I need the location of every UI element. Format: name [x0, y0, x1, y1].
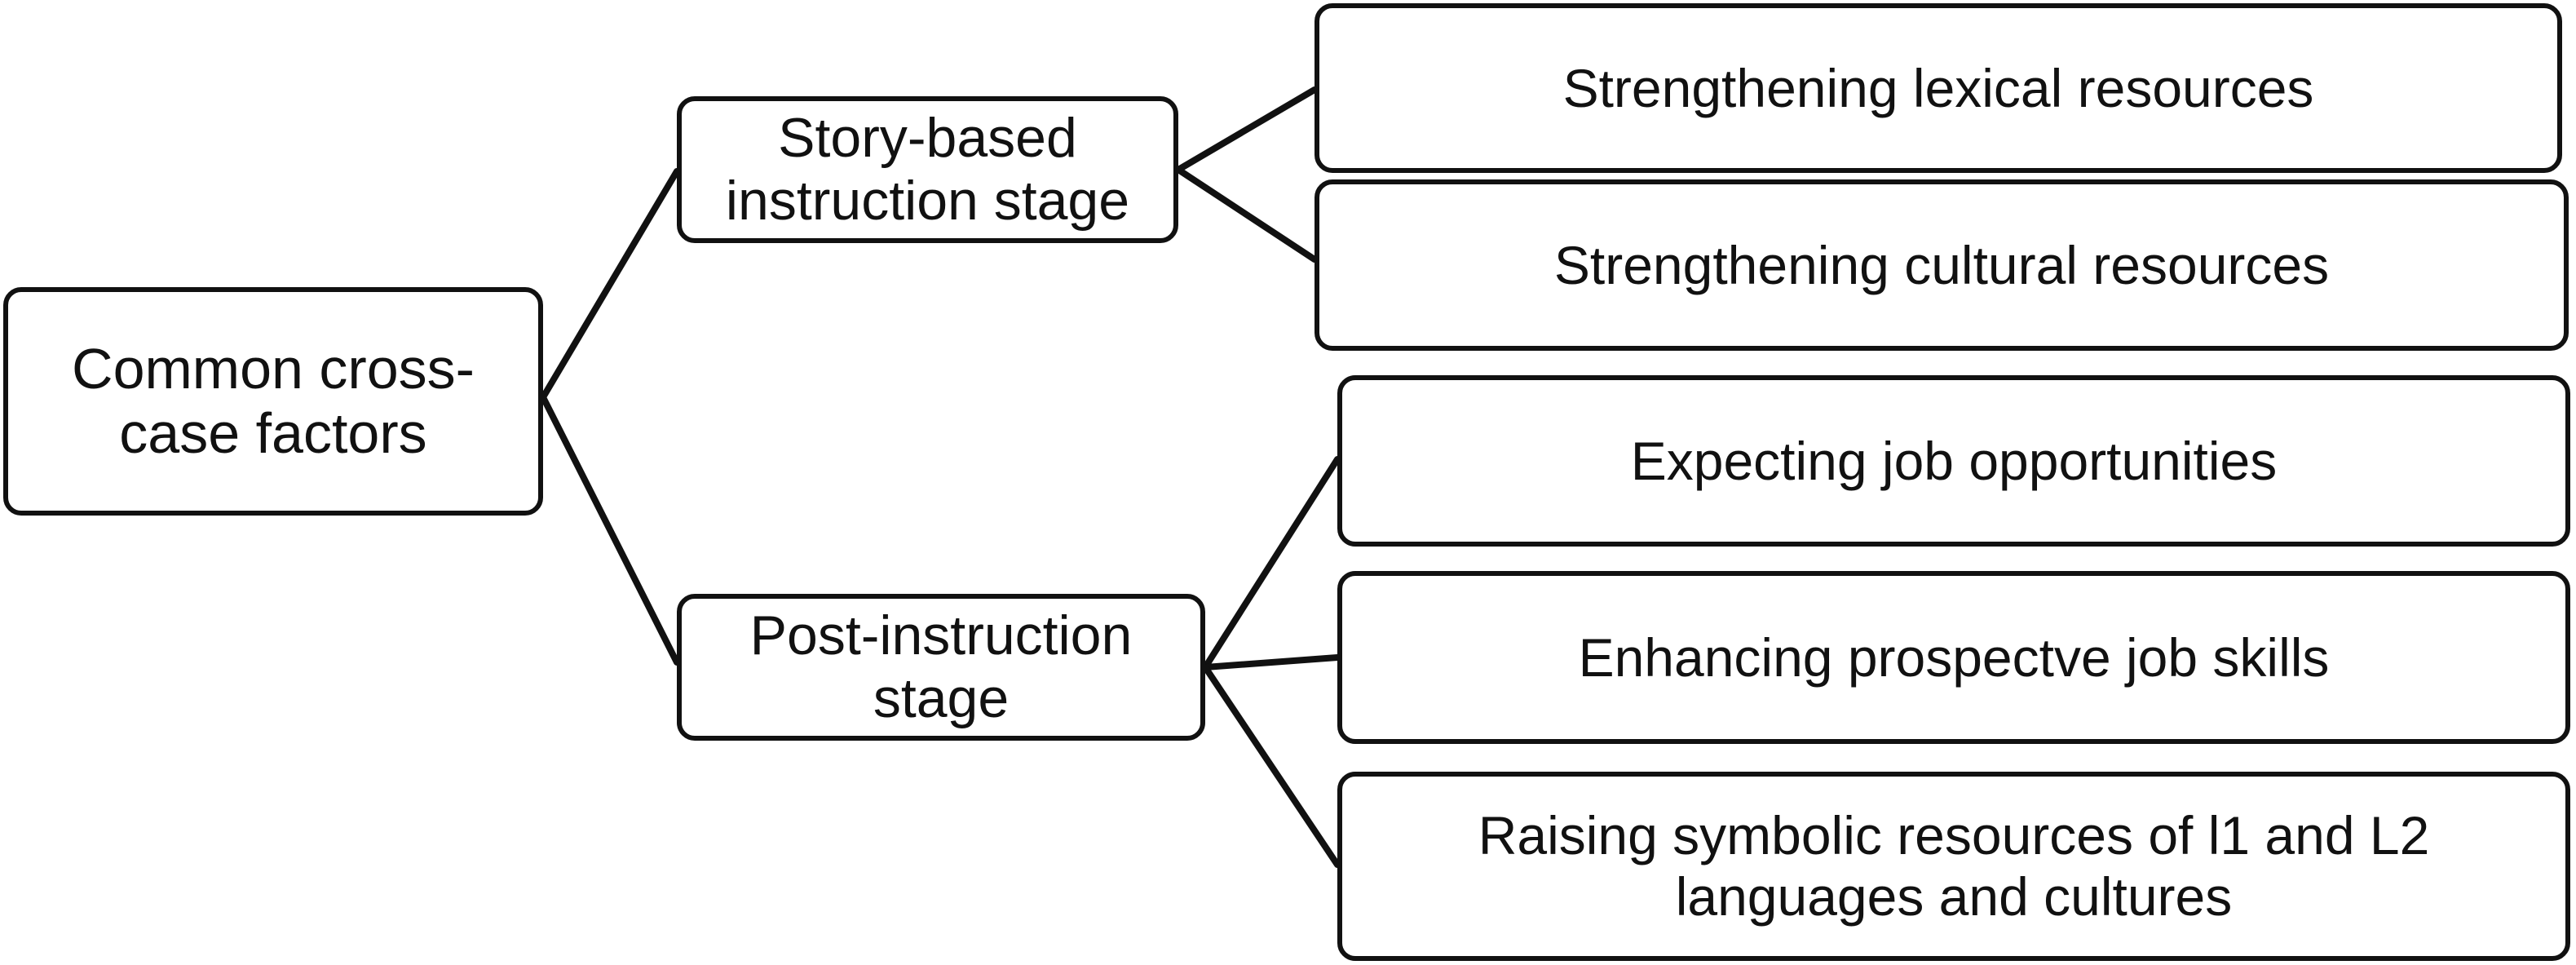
connector-story-to-lexical [1175, 86, 1318, 173]
root-node-label: Common cross- case factors [72, 336, 475, 465]
connector-root-to-story-stage [540, 168, 680, 401]
outcome-node-lexical: Strengthening lexical resources [1315, 3, 2562, 173]
root-node: Common cross- case factors [3, 287, 543, 516]
outcome-node-label: Strengthening cultural resources [1553, 234, 2330, 295]
outcome-node-symbolic-resources: Raising symbolic resources of l1 and L2 … [1337, 772, 2570, 961]
stage-node-post-instruction: Post-instruction stage [677, 594, 1205, 741]
outcome-node-label: Enhancing prospectve job skills [1578, 626, 2330, 688]
outcome-node-job-opportunities: Expecting job opportunities [1337, 375, 2570, 547]
outcome-node-label: Strengthening lexical resources [1562, 57, 2314, 118]
stage-node-story-based: Story-based instruction stage [677, 96, 1178, 243]
stage-node-label: Story-based instruction stage [725, 107, 1130, 232]
connector-story-to-cultural [1175, 166, 1318, 263]
connector-post-to-symbolic-resources [1202, 664, 1341, 868]
stage-node-label: Post-instruction stage [749, 604, 1133, 729]
outcome-node-label: Expecting job opportunities [1630, 430, 2278, 491]
connector-post-to-job-skills [1202, 654, 1341, 671]
outcome-node-label: Raising symbolic resources of l1 and L2 … [1478, 805, 2430, 927]
connector-root-to-post-stage [540, 394, 680, 666]
outcome-node-job-skills: Enhancing prospectve job skills [1337, 571, 2570, 744]
connector-post-to-job-opportunities [1202, 456, 1341, 671]
outcome-node-cultural: Strengthening cultural resources [1315, 179, 2569, 351]
